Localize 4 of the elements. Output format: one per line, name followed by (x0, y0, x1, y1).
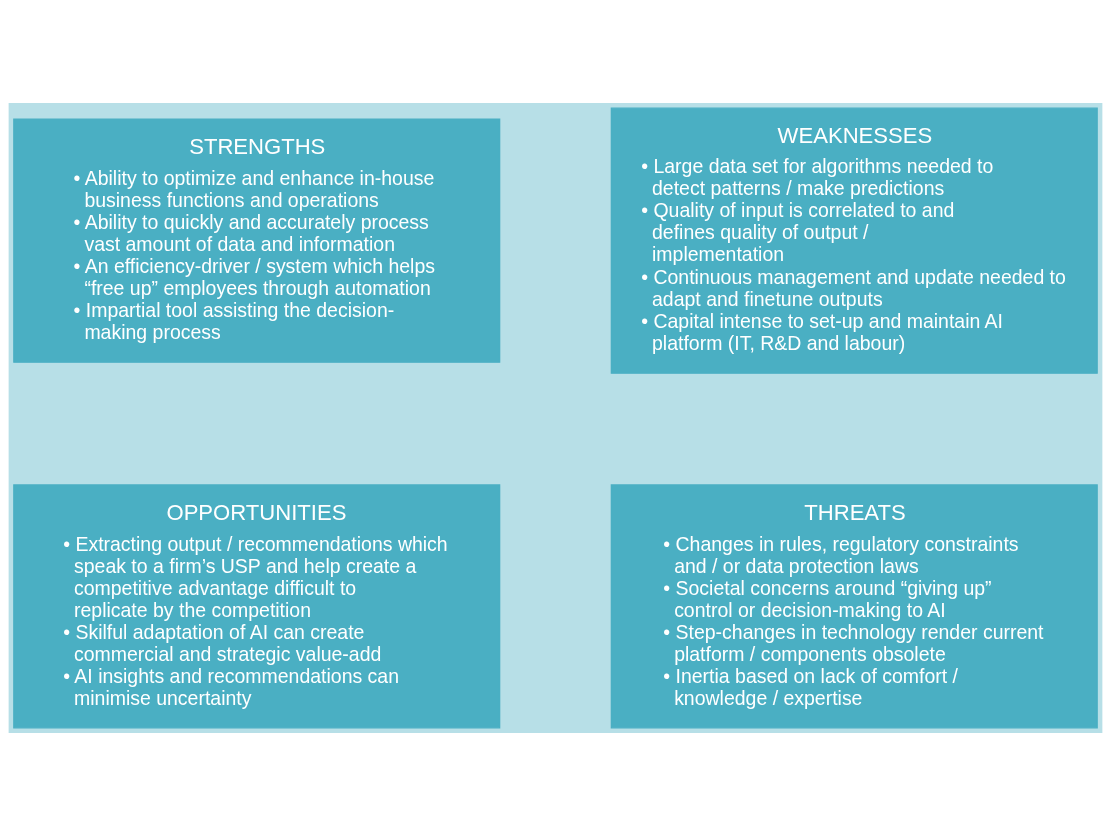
node-box: STRENGTHS • Ability to optimize and enhance in-house business functions and operations • Ability to quickly and accurately process vast amount of data and information • An efficiency-driver / system which helps “free up” employees through automation • Impartial tool assisting the decision-making process (13, 118, 501, 363)
node-box: THREATS • Changes in rules, regulatory constraints and / or data protection laws • Societal concerns around “giving up” control or decision-making to AI • Step-changes in technology render current platform / components obsolete • Inertia based on lack of comfort / knowledge / expertise (610, 483, 1098, 728)
node-box: WEAKNESSES • Large data set for algorithms needed to detect patterns / make predictions • Quality of input is correlated to and defines quality of output / implementation • Continuous management and update needed to adapt and finetune outputs • Capital intense to set-up and maintain AI platform (IT, R&D and labour) (610, 107, 1098, 374)
node-box: OPPORTUNITIES • Extracting output / recommendations which speak to a firm’s USP and help create a competitive advantage difficult to replicate by the competition • Skilful adaptation of AI can create commercial and strategic value-add • AI insights and recommendations can minimise uncertainty (13, 483, 501, 728)
